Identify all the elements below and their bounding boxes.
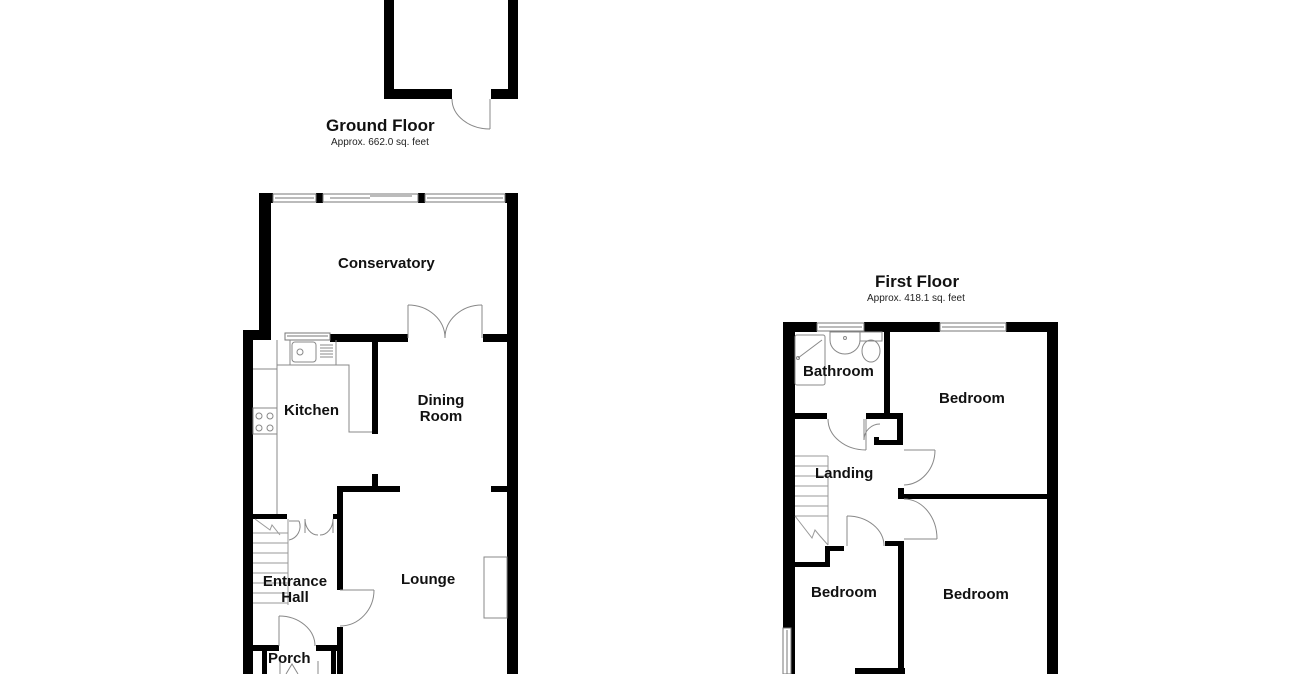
room-label-bathroom: Bathroom: [803, 363, 874, 380]
ground-floor-stairs-icon: [253, 518, 289, 605]
toilet-icon: [859, 331, 883, 363]
ground-floor-title: Ground Floor: [326, 116, 435, 135]
room-label-entrance-line2: Hall: [281, 589, 309, 606]
fireplace-icon: [483, 556, 508, 619]
room-label-entrance-hall: Entrance Hall: [258, 574, 332, 606]
room-label-bedroom-2: Bedroom: [811, 584, 877, 601]
ground-floor-walls: [243, 193, 518, 674]
room-label-conservatory: Conservatory: [338, 255, 435, 272]
room-label-entrance-line1: Entrance: [262, 573, 328, 590]
shower-icon: [794, 334, 826, 386]
room-label-dining-room: Dining Room: [414, 393, 468, 425]
first-floor-title: First Floor: [875, 272, 960, 291]
ground-floor-area: Approx. 662.0 sq. feet: [331, 137, 429, 148]
first-floor-area: Approx. 418.1 sq. feet: [867, 293, 965, 304]
room-label-landing: Landing: [815, 465, 874, 482]
room-label-dining-line1: Dining: [417, 392, 465, 409]
first-floor-windows-icon: [782, 322, 1007, 674]
room-label-kitchen: Kitchen: [284, 402, 340, 419]
ground-floor-doors-icon: [278, 518, 375, 674]
first-floor-walls: [783, 322, 1058, 674]
basin-icon: [829, 331, 861, 355]
outbuilding-door-icon: [451, 98, 491, 130]
kitchen-sink-icon: [291, 341, 333, 363]
conservatory-windows-icon: [272, 193, 506, 203]
hob-icon: [255, 412, 274, 432]
room-label-bedroom-1: Bedroom: [939, 390, 1005, 407]
french-doors-icon: [407, 304, 483, 339]
kitchen-window-icon: [284, 332, 331, 341]
first-floor-stairs-icon: [794, 455, 829, 546]
room-label-dining-line2: Room: [419, 408, 463, 425]
room-label-bedroom-3: Bedroom: [943, 586, 1009, 603]
room-label-lounge: Lounge: [401, 571, 456, 588]
room-label-porch: Porch: [268, 650, 311, 667]
first-floor-doors-icon: [827, 418, 938, 547]
outbuilding: [384, 0, 518, 99]
kitchen-worktop: [252, 340, 372, 514]
